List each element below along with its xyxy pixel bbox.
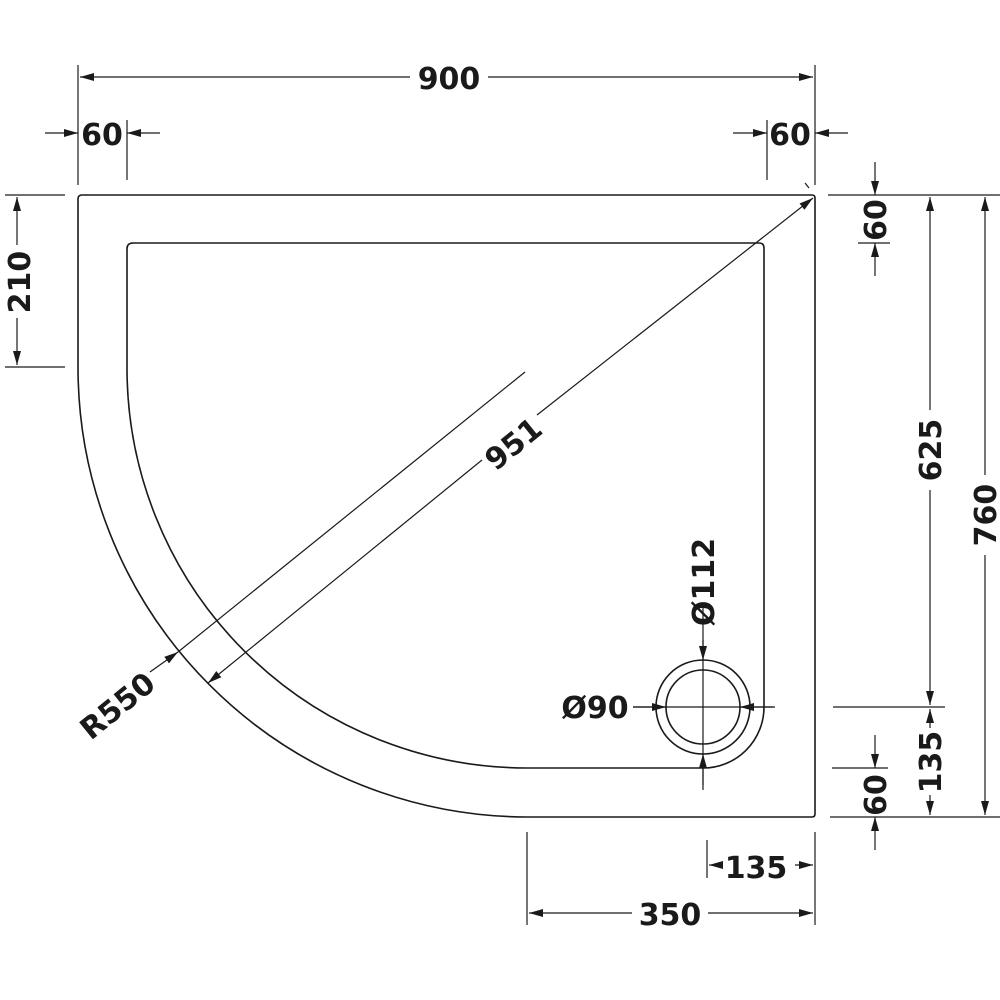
- dim-drain-from-top: 625: [914, 419, 949, 482]
- dim-right-rim: 60: [769, 118, 811, 153]
- dim-bottom-straight: 350: [639, 898, 702, 933]
- dim-top-rim: 60: [859, 199, 894, 241]
- dim-left-rim-line: [45, 120, 160, 180]
- dim-outer-waste-diameter: Ø112: [687, 538, 722, 626]
- dim-drain-from-bottom: 135: [914, 731, 949, 794]
- dim-right-rim-line: [733, 120, 848, 180]
- dim-left-straight: 210: [3, 251, 38, 314]
- tray-inner-basin: [126, 242, 765, 769]
- dim-overall-width-line: [77, 65, 816, 185]
- dim-bottom-extension-lines: [526, 832, 816, 925]
- dim-left-rim: 60: [81, 118, 123, 153]
- tray-outline: [77, 194, 816, 818]
- waste-outlet: [633, 608, 775, 790]
- dim-left-straight-line: [5, 194, 65, 368]
- dim-inner-waste-diameter: Ø90: [561, 691, 628, 726]
- dim-radius: R550: [74, 666, 163, 747]
- dim-overall-width: 900: [418, 62, 481, 97]
- dim-diagonal-line: [207, 182, 814, 684]
- dim-drain-from-right: 135: [725, 851, 788, 886]
- dim-overall-depth: 760: [969, 484, 1000, 547]
- dim-radius-line: [149, 371, 526, 673]
- dim-right-extension-lines: [828, 194, 1000, 818]
- dim-bottom-rim: 60: [859, 774, 894, 816]
- dim-diagonal: 951: [479, 411, 550, 478]
